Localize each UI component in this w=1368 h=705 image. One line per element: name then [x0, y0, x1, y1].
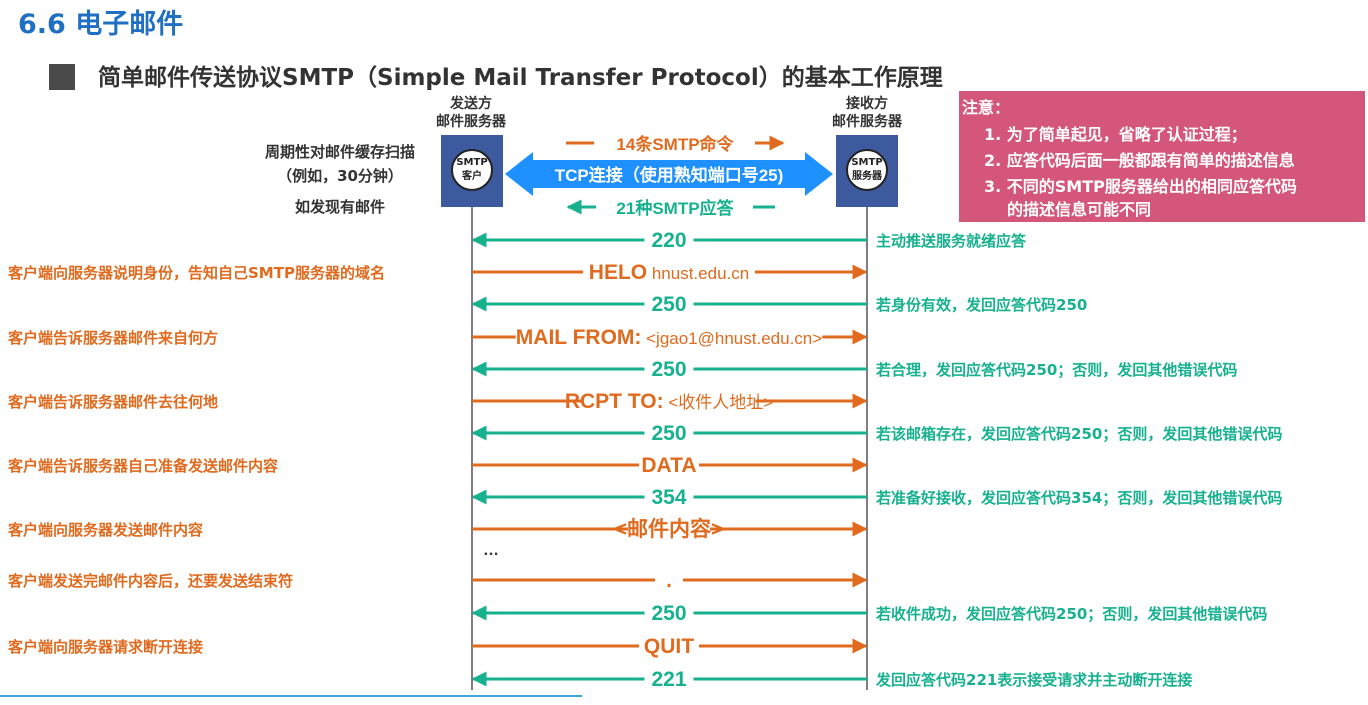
smtp-server-box: SMTP 服务器: [836, 135, 898, 207]
step-1-message: HELO hnust.edu.cn: [589, 261, 749, 284]
tcp-connection-arrow: [505, 152, 833, 196]
smtp-server-line1: SMTP: [851, 157, 883, 168]
step-12-description: 客户端向服务器请求断开连接: [8, 638, 204, 656]
step-11-message: 250: [651, 602, 686, 625]
step-10-description: 客户端发送完邮件内容后，还要发送结束符: [8, 572, 294, 590]
step-13-description: 发回应答代码221表示接受请求并主动断开连接: [876, 671, 1193, 689]
smtp-server-line2: 服务器: [852, 171, 882, 182]
bottom-divider: [0, 695, 582, 697]
tcp-commands-label: 14条SMTP命令: [616, 134, 734, 154]
step-2-description: 若身份有效，发回应答代码250: [876, 296, 1088, 314]
receiver-label-line2: 邮件服务器: [832, 114, 902, 130]
step-6-description: 若该邮箱存在，发回应答代码250；否则，发回其他错误代码: [876, 425, 1283, 443]
ellipsis: …: [483, 542, 499, 559]
step-3-message: MAIL FROM: <jgao1@hnust.edu.cn>: [516, 326, 822, 349]
sender-label: 发送方 邮件服务器: [426, 95, 516, 131]
step-12-message: QUIT: [644, 635, 694, 658]
tcp-responses-label: 21种SMTP应答: [616, 198, 734, 218]
step-9-message: <邮件内容>: [615, 517, 724, 541]
note-item-2: 2. 应答代码后面一般都跟有简单的描述信息: [984, 151, 1295, 170]
note-item-3-cont: 的描述信息可能不同: [1007, 200, 1152, 219]
step-13-message: 221: [651, 668, 686, 691]
step-5-description: 客户端告诉服务器邮件去往何地: [8, 393, 219, 411]
scan-note-line1: 周期性对邮件缓存扫描: [264, 143, 415, 161]
smtp-client-line2: 客户: [462, 171, 482, 182]
page-title: 6.6 电子邮件: [18, 9, 184, 40]
step-4-message: 250: [651, 358, 686, 381]
step-10-message: .: [666, 569, 672, 592]
step-0-description: 主动推送服务就绪应答: [876, 232, 1027, 250]
scan-note-found: 如发现有邮件: [294, 198, 385, 216]
note-item-1: 1. 为了简单起见，省略了认证过程；: [984, 125, 1247, 144]
smtp-server-circle: SMTP 服务器: [846, 149, 888, 191]
step-6-message: 250: [651, 422, 686, 445]
note-item-3: 3. 不同的SMTP服务器给出的相同应答代码: [984, 177, 1297, 196]
step-8-description: 若准备好接收，发回应答代码354；否则，发回其他错误代码: [876, 489, 1283, 507]
step-9-description: 客户端向服务器发送邮件内容: [8, 521, 204, 539]
sender-label-line2: 邮件服务器: [436, 114, 506, 130]
smtp-client-line1: SMTP: [456, 157, 488, 168]
step-3-description: 客户端告诉服务器邮件来自何方: [8, 329, 219, 347]
note-box: 注意： 1. 为了简单起见，省略了认证过程； 2. 应答代码后面一般都跟有简单的…: [959, 91, 1365, 222]
bullet-square-icon: [49, 64, 75, 90]
step-7-message: DATA: [641, 454, 696, 477]
step-2-message: 250: [651, 293, 686, 316]
step-0-message: 220: [651, 229, 686, 252]
receiver-label-line1: 接收方: [846, 96, 888, 112]
step-4-description: 若合理，发回应答代码250；否则，发回其他错误代码: [876, 361, 1238, 379]
smtp-client-circle: SMTP 客户: [451, 149, 493, 191]
step-1-description: 客户端向服务器说明身份，告知自己SMTP服务器的域名: [8, 264, 385, 282]
scan-note: 周期性对邮件缓存扫描 （例如，30分钟）: [250, 141, 430, 186]
sender-label-line1: 发送方: [450, 96, 492, 112]
step-8-message: 354: [651, 486, 686, 509]
smtp-client-box: SMTP 客户: [441, 135, 503, 207]
subtitle: 简单邮件传送协议SMTP（Simple Mail Transfer Protoc…: [98, 65, 943, 91]
step-5-message: RCPT TO: <收件人地址>: [565, 390, 773, 413]
step-11-description: 若收件成功，发回应答代码250；否则，发回其他错误代码: [876, 605, 1268, 623]
step-7-description: 客户端告诉服务器自己准备发送邮件内容: [8, 457, 279, 475]
receiver-label: 接收方 邮件服务器: [822, 95, 912, 131]
note-title: 注意：: [962, 98, 1011, 117]
tcp-connection-label: TCP连接（使用熟知端口号25): [555, 165, 784, 185]
scan-note-line2: （例如，30分钟）: [277, 167, 403, 185]
